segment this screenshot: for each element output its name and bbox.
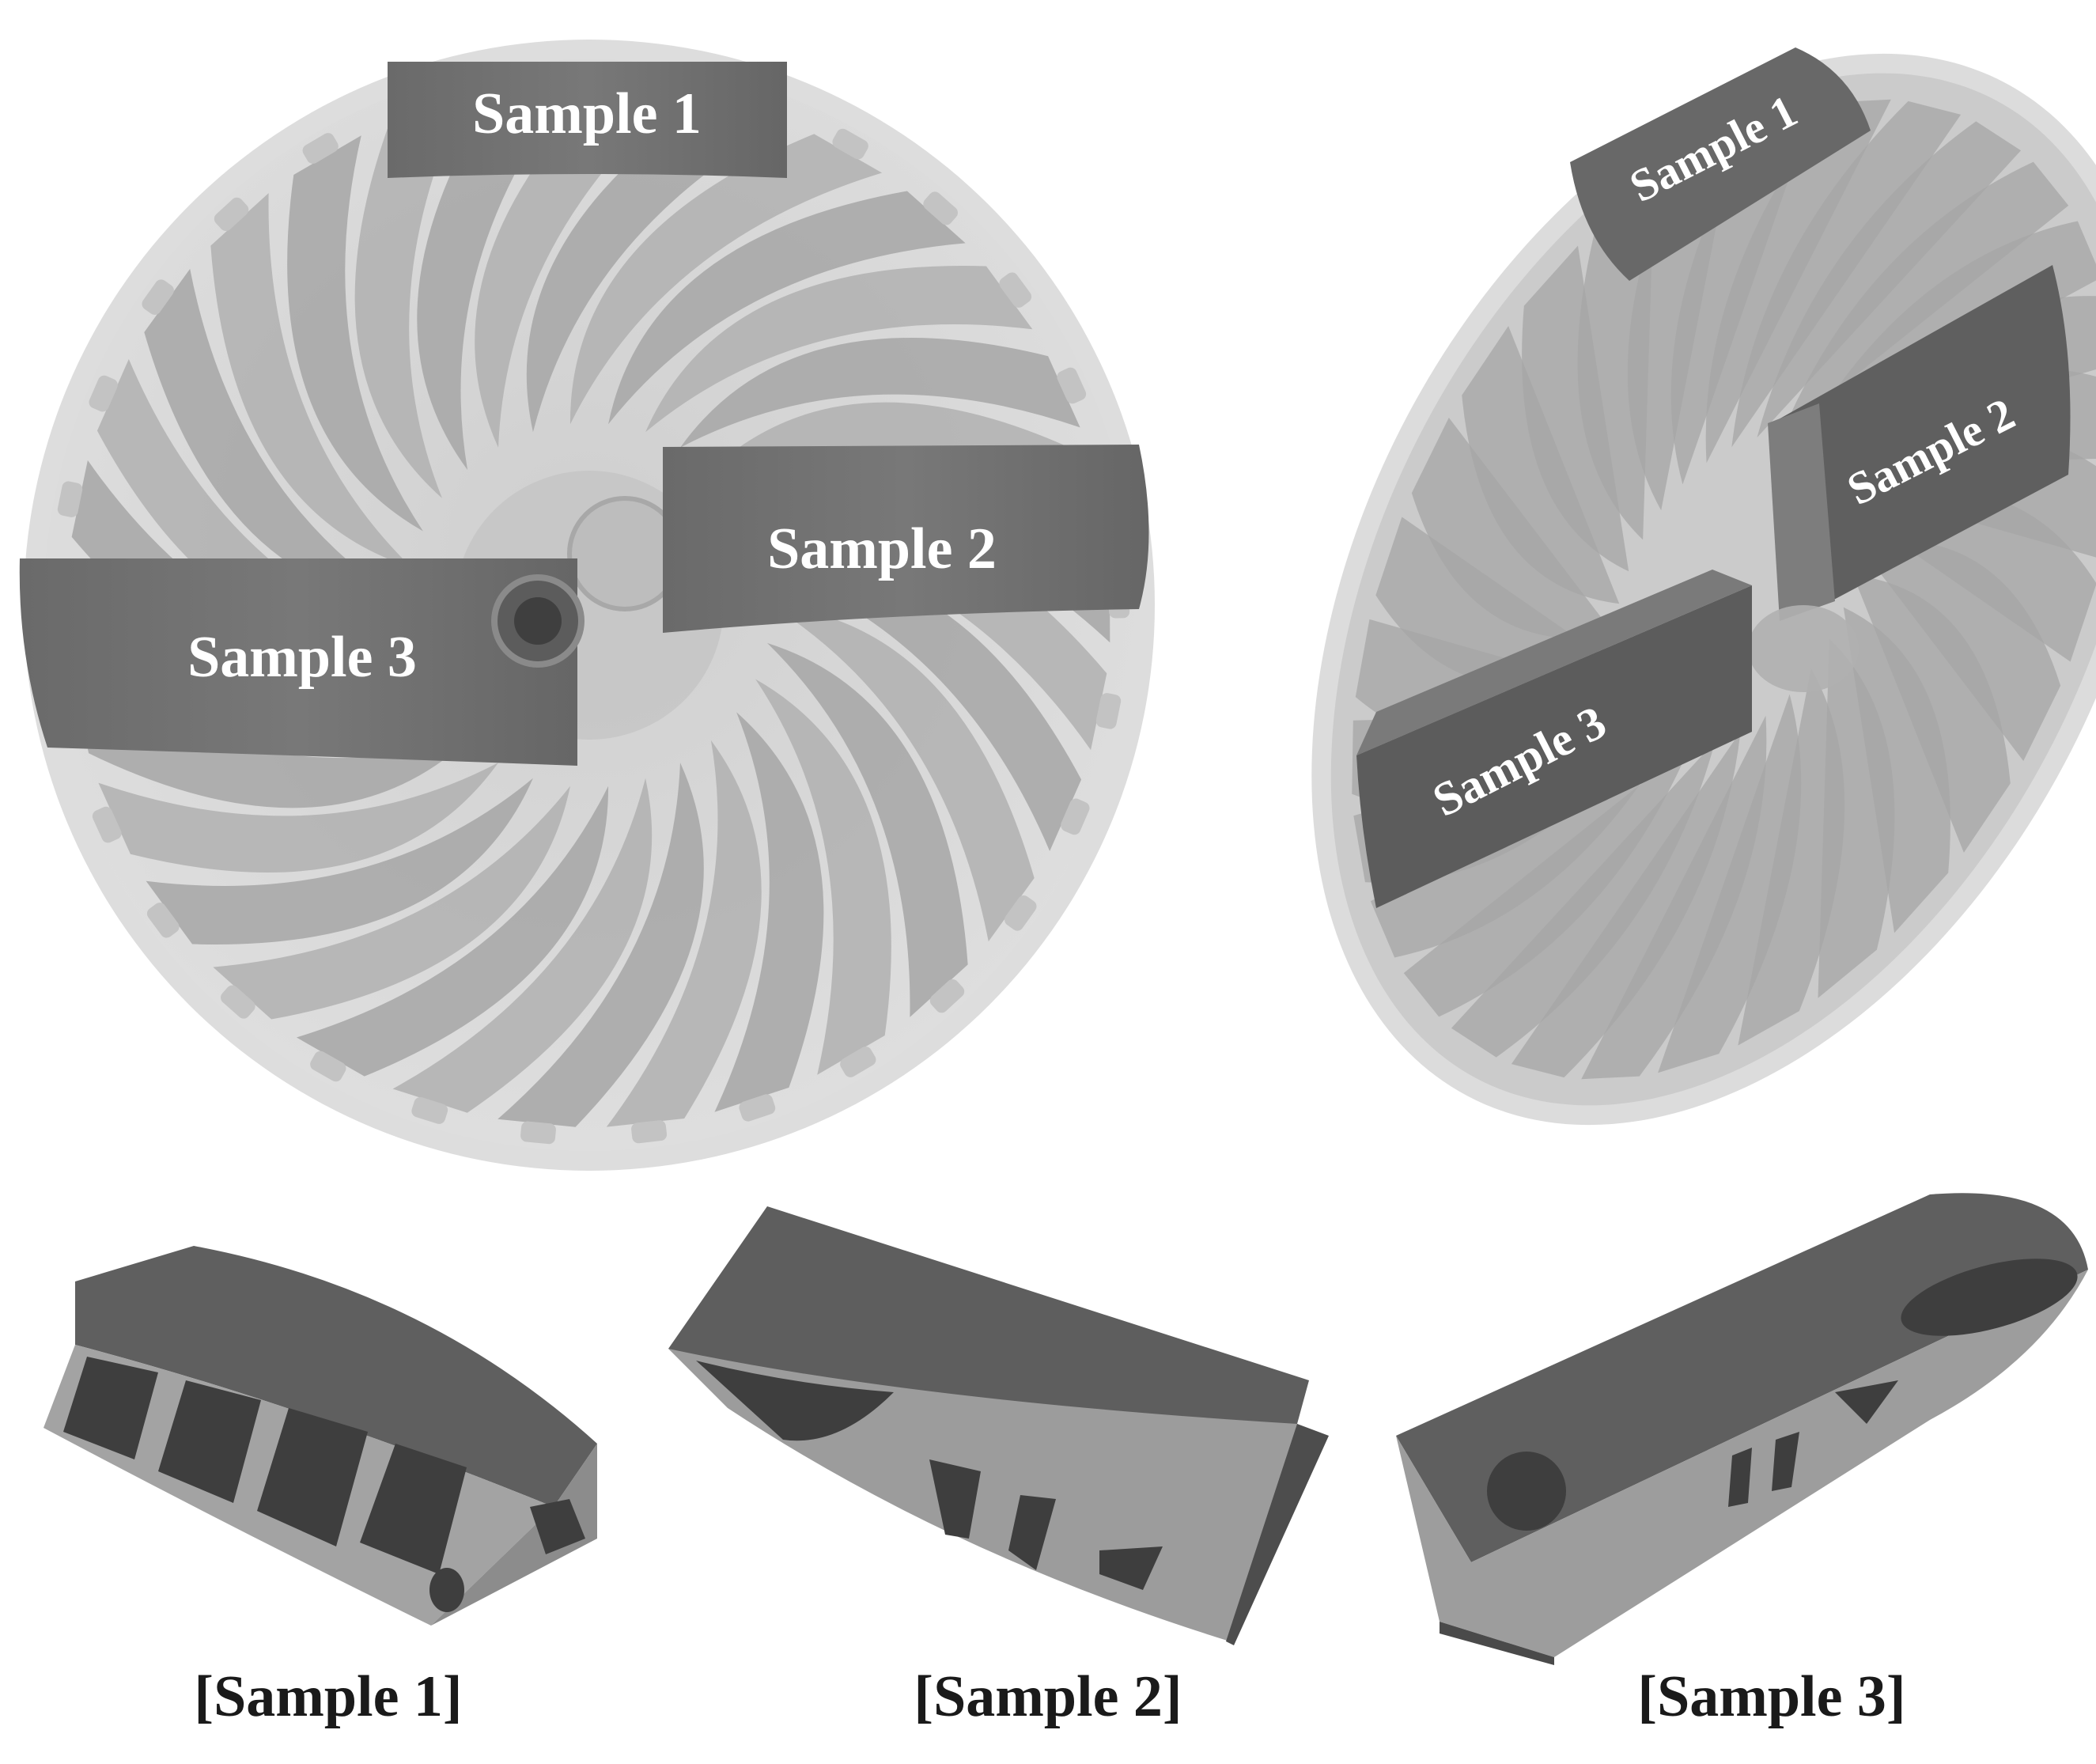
iso-shaft [1748, 605, 1859, 692]
front-rim-tab [221, 985, 255, 1019]
front-blade [296, 785, 609, 1077]
front-rim-tab [142, 279, 174, 316]
front-blade [98, 763, 499, 873]
front-blade [766, 565, 1082, 851]
part-1-cavity [158, 1380, 261, 1503]
part-1-cavity [429, 1568, 464, 1612]
front-rim-tab [302, 133, 339, 164]
part-3-top-face [1396, 1193, 2088, 1562]
front-blade [498, 763, 704, 1127]
front-blade [392, 778, 653, 1113]
front-blade [766, 642, 968, 1017]
front-blade [210, 193, 412, 568]
front-rim-tab [631, 1120, 668, 1144]
part-3-cavity [1487, 1452, 1566, 1531]
front-rim-tab [929, 979, 965, 1013]
iso-sample-2-side [1768, 403, 1835, 621]
part-3-slot [1440, 1622, 1554, 1665]
front-rim-tab [999, 272, 1032, 308]
front-blade [710, 402, 1107, 534]
front-blade [354, 98, 464, 498]
front-blade [680, 337, 1080, 448]
iso-blade [1843, 607, 1950, 933]
part-2-slot [1226, 1424, 1329, 1645]
front-rim-tab [310, 1050, 346, 1082]
part-3-cavity [1901, 1259, 2078, 1336]
front-rim-tab [89, 375, 118, 412]
part-1-cavity [63, 1357, 158, 1459]
part-2-cavity [696, 1361, 894, 1441]
front-rim-tab [923, 191, 958, 225]
part-2-cavity [929, 1459, 981, 1539]
front-blade [606, 740, 762, 1127]
front-rim-tab [1095, 693, 1122, 729]
front-sample-1-label: Sample 1 [472, 81, 702, 146]
front-blade [569, 134, 883, 425]
front-rim-tab [1004, 895, 1037, 931]
part-sample-1 [44, 1246, 597, 1626]
caption-sample-2: [Sample 2] [914, 1664, 1182, 1729]
iso-sample-2-region [1772, 265, 2071, 601]
front-shaft-hole [514, 597, 562, 645]
front-sample-3-region [19, 558, 577, 766]
front-rim-tab [832, 128, 868, 160]
front-rim-tab [1061, 798, 1090, 835]
front-blade [714, 712, 824, 1112]
front-blade [771, 605, 1035, 942]
part-1-cavities [63, 1357, 585, 1612]
part-2-cavity [1099, 1546, 1163, 1590]
front-rim-tab [57, 481, 83, 517]
part-3-cavity [1772, 1432, 1799, 1491]
part-1-cavity [257, 1408, 368, 1546]
front-blade [645, 265, 1033, 433]
front-blade [72, 676, 468, 808]
front-sample-2-region [663, 445, 1149, 633]
front-rim-tab [739, 1094, 776, 1122]
iso-sample-3-top [1356, 570, 1752, 755]
front-blade [287, 135, 423, 532]
part-3-cavities [1487, 1259, 2078, 1531]
front-rim-tab [840, 1047, 876, 1077]
part-2-cavities [696, 1361, 1163, 1590]
front-blade [213, 785, 570, 1020]
front-blade [755, 679, 891, 1075]
front-rim-tab [411, 1096, 448, 1124]
front-rim-tab [146, 903, 180, 938]
caption-sample-3: [Sample 3] [1637, 1664, 1906, 1729]
front-blade [608, 191, 966, 425]
part-3-cavity [1835, 1380, 1898, 1424]
iso-sample-1-region [1570, 47, 1871, 281]
front-sample-3-label: Sample 3 [187, 625, 417, 690]
front-rim-tab [520, 1121, 556, 1145]
front-blade [144, 268, 408, 605]
iso-view-impeller: Sample 1 Sample 2 Sample 3 [1311, 47, 2096, 1126]
part-2-cavity [1008, 1495, 1056, 1570]
part-1-cavity [360, 1444, 467, 1574]
front-view-impeller: Sample 1 Sample 2 Sample 3 [19, 40, 1155, 1171]
iso-sample-3-region [1356, 585, 1752, 908]
front-sample-2-label: Sample 2 [767, 517, 997, 581]
caption-sample-1: [Sample 1] [194, 1664, 463, 1729]
front-rim-tab [1057, 367, 1087, 404]
part-sample-2 [668, 1206, 1329, 1645]
front-blade [417, 83, 573, 471]
part-1-cavity [530, 1499, 585, 1554]
part-3-cavity [1728, 1448, 1752, 1507]
part-sample-3 [1396, 1193, 2088, 1665]
part-1-top-face [75, 1246, 597, 1507]
front-sample-1-region [388, 62, 787, 178]
front-rim-tab [214, 197, 249, 231]
front-blade [146, 778, 533, 945]
front-rim-tab [92, 806, 122, 843]
iso-blade [1522, 245, 1629, 572]
